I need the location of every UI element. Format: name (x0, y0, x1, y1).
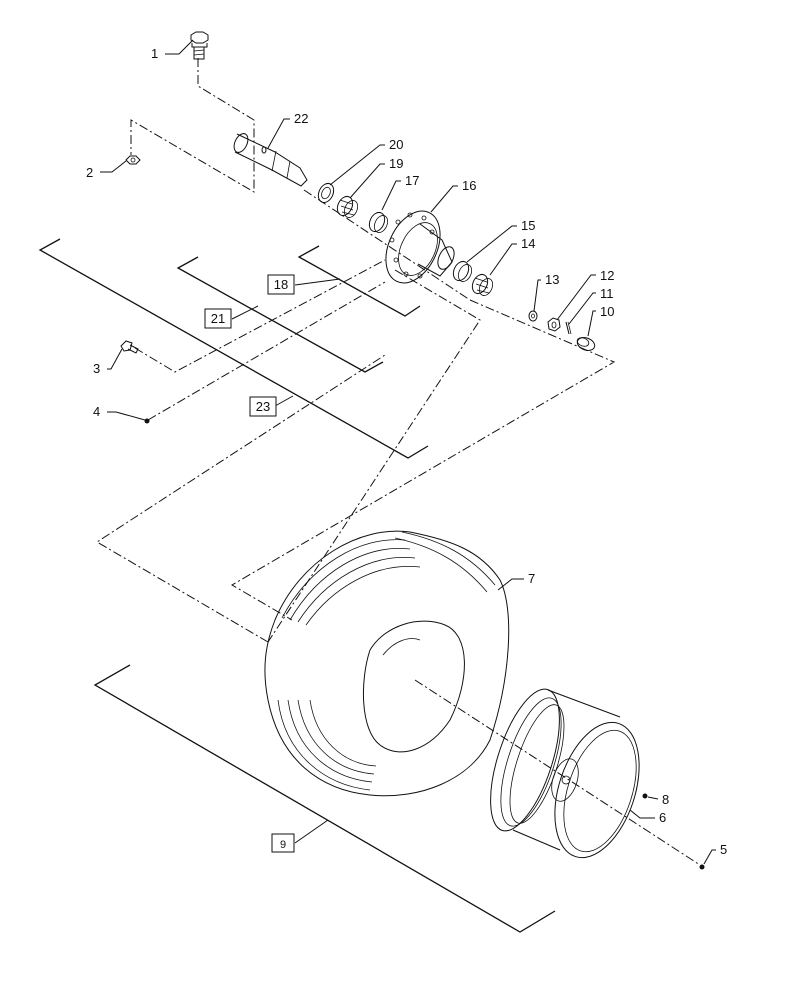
nut-part-2 (125, 155, 141, 165)
spindle-part-22 (233, 133, 308, 187)
callout-1: 1 (151, 46, 158, 61)
bolt-part-1 (190, 31, 209, 60)
rim-part-6 (490, 688, 640, 859)
callout-17: 17 (405, 173, 419, 188)
callout-12: 12 (600, 268, 614, 283)
callout-13: 13 (545, 272, 559, 287)
callout-20: 20 (389, 137, 403, 152)
callout-11: 11 (600, 286, 614, 301)
dust-cap-part-10 (576, 337, 596, 351)
callout-6: 6 (659, 810, 666, 825)
callout-7: 7 (528, 571, 535, 586)
callout-10: 10 (600, 304, 614, 319)
callout-15: 15 (521, 218, 535, 233)
callout-14: 14 (521, 236, 535, 251)
callout-5: 5 (720, 842, 727, 857)
bearing-cup-part-15 (452, 260, 473, 282)
svg-text:23: 23 (256, 399, 270, 414)
castle-nut-part-12 (547, 317, 561, 332)
bearing-cup-part-17 (368, 211, 389, 233)
boxed-callout-21: 21 (204, 308, 232, 329)
dot-part-8 (642, 793, 648, 799)
callout-16: 16 (462, 178, 476, 193)
tire-part-7 (264, 530, 510, 797)
callout-19: 19 (389, 156, 403, 171)
cotter-pin-part-11 (565, 321, 572, 335)
dot-part-5 (699, 864, 705, 870)
callout-2: 2 (86, 165, 93, 180)
washer-part-13 (528, 310, 538, 322)
hub-part-16 (385, 210, 455, 284)
group-brackets (38, 238, 556, 933)
assembly-lines (96, 58, 701, 866)
boxed-callout-9: 9 (271, 833, 295, 853)
callout-labels: 1 2 3 4 5 6 7 8 10 11 12 13 14 15 16 17 … (86, 46, 727, 857)
callout-8: 8 (662, 792, 669, 807)
callout-22: 22 (294, 111, 308, 126)
seal-part-20 (317, 182, 335, 204)
callout-3: 3 (93, 361, 100, 376)
boxed-callout-18: 18 (267, 274, 295, 295)
svg-text:18: 18 (274, 277, 288, 292)
bolt-part-3 (120, 340, 139, 354)
svg-text:9: 9 (280, 839, 286, 851)
boxed-callouts: 9 18 21 23 (204, 274, 295, 853)
bearing-cone-part-14 (471, 273, 494, 296)
svg-text:21: 21 (211, 311, 225, 326)
leader-lines (100, 39, 716, 865)
boxed-callout-23: 23 (249, 396, 277, 417)
dot-part-4 (144, 418, 150, 424)
callout-4: 4 (93, 404, 100, 419)
bearing-cone-part-19 (336, 195, 359, 218)
